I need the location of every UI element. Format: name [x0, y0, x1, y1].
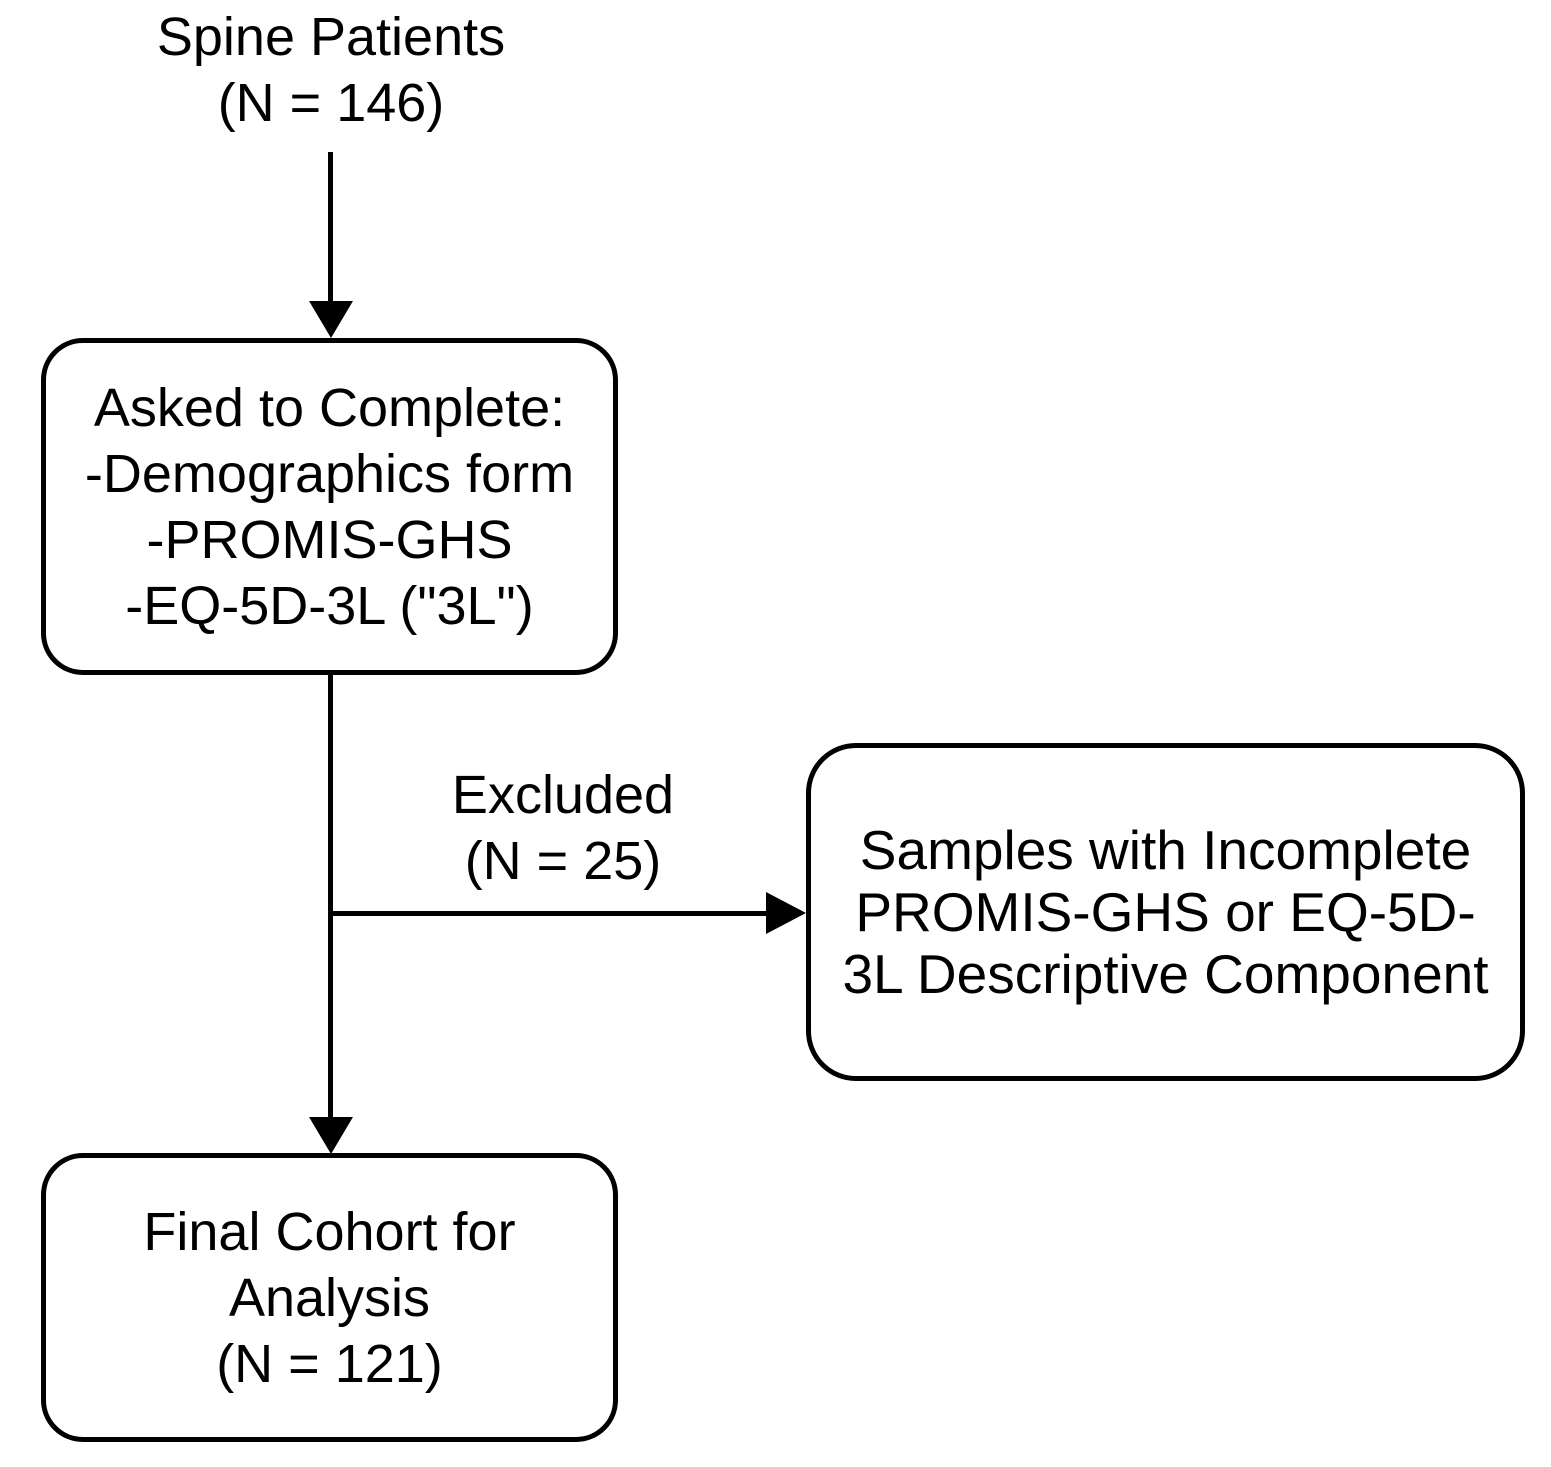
- asked-line: Asked to Complete:: [93, 377, 566, 438]
- connector-top-to-asked: [328, 152, 333, 304]
- asked-line: -Demographics form: [84, 443, 575, 504]
- spine-patients-count: (N = 146): [217, 73, 445, 133]
- asked-line: -EQ-5D-3L ("3L"): [125, 575, 534, 636]
- connector-branch-to-excluded: [330, 911, 766, 916]
- arrowhead-down-icon: [309, 1117, 353, 1154]
- connector-asked-to-final: [328, 673, 333, 1118]
- node-spine-patients: Spine Patients (N = 146): [81, 4, 581, 136]
- node-excluded-samples: Samples with Incomplete PROMIS-GHS or EQ…: [806, 743, 1525, 1081]
- excluded-samples-line: PROMIS-GHS or EQ-5D-: [855, 881, 1476, 943]
- excluded-title: Excluded: [451, 765, 675, 825]
- excluded-samples-line: 3L Descriptive Component: [842, 943, 1489, 1005]
- final-cohort-line: Final Cohort for: [143, 1201, 516, 1262]
- final-cohort-line: Analysis: [228, 1267, 431, 1328]
- label-excluded: Excluded (N = 25): [403, 762, 723, 894]
- arrowhead-right-icon: [766, 892, 806, 934]
- excluded-samples-line: Samples with Incomplete: [859, 819, 1472, 881]
- spine-patients-title: Spine Patients: [156, 7, 506, 67]
- final-cohort-count: (N = 121): [216, 1333, 443, 1394]
- asked-line: -PROMIS-GHS: [146, 509, 513, 570]
- node-final-cohort: Final Cohort for Analysis (N = 121): [41, 1153, 618, 1442]
- arrowhead-down-icon: [309, 301, 353, 338]
- node-asked-to-complete: Asked to Complete: -Demographics form -P…: [41, 338, 618, 675]
- excluded-count: (N = 25): [464, 831, 662, 891]
